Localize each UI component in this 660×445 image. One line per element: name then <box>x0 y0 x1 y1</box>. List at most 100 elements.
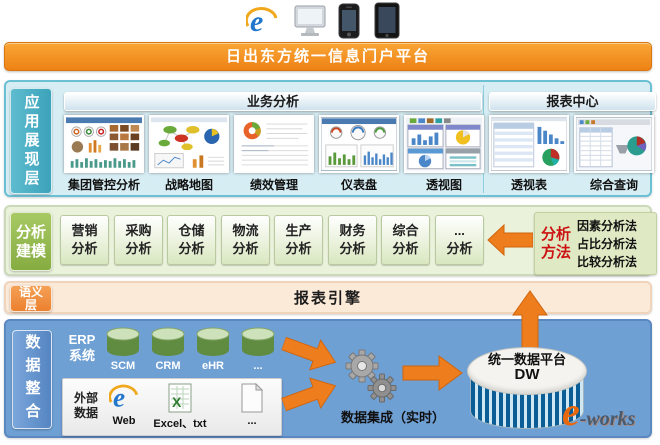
portal-banner-title: 日出东方统一信息门户平台 <box>225 48 430 65</box>
external-source-label: Web <box>112 415 136 427</box>
erp-systems-label: ERP 系统 <box>64 332 100 364</box>
smartphone-icon <box>338 3 360 39</box>
methods-title-line: 方法 <box>540 243 571 261</box>
external-source-label: ... <box>247 415 257 427</box>
methods-list: 因素分析法 占比分析法 比较分析法 <box>577 217 656 271</box>
thumbnail-image-query <box>576 117 652 171</box>
dw-platform-cylinder: 统一数据平台 DW <box>467 347 587 431</box>
modeling-label-line: 分析 <box>15 223 46 241</box>
report-engine-label: 报表引擎 <box>293 290 362 307</box>
gears-integration-icon <box>342 347 400 408</box>
method-item: 因素分析法 <box>577 218 638 233</box>
portal-banner: 日出东方统一信息门户平台 <box>4 42 652 71</box>
module-label-line: 分析 <box>178 241 205 256</box>
tablet-icon <box>374 2 400 39</box>
modeling-layer-label: 分析 建模 <box>10 212 52 271</box>
module-label-line: 财务 <box>339 223 366 238</box>
document-file-icon <box>239 382 265 418</box>
erp-source-label: ... <box>253 360 263 372</box>
analysis-methods-panel: 分析 方法 因素分析法 占比分析法 比较分析法 <box>534 212 657 275</box>
modeling-label-line: 建模 <box>15 242 46 260</box>
data-layer-label: 数据整合 <box>12 330 52 429</box>
thumbnail-label: 透视表 <box>510 178 547 192</box>
thumbnail-label: 仪表盘 <box>340 178 377 192</box>
thumbnail-pivot-chart <box>404 115 484 173</box>
module-label-line: 营销 <box>71 223 98 238</box>
thumbnail-group-control-analysis <box>64 115 144 173</box>
thumbnail-label: 集团管控分析 <box>67 178 140 192</box>
erp-source-label: eHR <box>201 360 224 372</box>
module-box-logistics: 物流分析 <box>221 215 270 265</box>
external-label-line: 外部 <box>73 391 98 405</box>
external-label-line: 数据 <box>73 406 98 420</box>
web-browser-icon: e <box>108 382 139 418</box>
module-label-line: 分析 <box>71 241 98 256</box>
semantic-label-line: 语义 <box>18 284 43 299</box>
right-block-arrow-icon <box>278 327 343 380</box>
thumbnail-comprehensive-query <box>574 115 654 173</box>
dw-cylinder-top <box>467 347 587 395</box>
thumbnail-pivot-table <box>489 115 569 173</box>
database-cylinder-icon <box>151 327 185 364</box>
thumbnail-performance-management <box>234 115 314 173</box>
ie-browser-icon: e <box>244 4 278 38</box>
module-label-line: 采购 <box>125 223 152 238</box>
semantic-label-line: 层 <box>24 297 37 312</box>
up-block-arrow-icon <box>511 288 549 353</box>
report-center-header: 报表中心 <box>489 92 656 111</box>
module-label-line: 综合 <box>392 223 419 238</box>
semantic-layer: 语义 层 报表引擎 <box>4 281 652 314</box>
database-cylinder-icon <box>196 327 230 364</box>
data-integration-layer: 数据整合 ERP 系统 SCM CRM eHR ... 外部 数据 <box>4 319 652 438</box>
dw-title: 统一数据平台 DW <box>467 352 587 382</box>
svg-text:e: e <box>250 5 263 38</box>
module-box-warehouse: 仓储分析 <box>167 215 216 265</box>
app-layer-label: 应用展现层 <box>10 88 52 194</box>
module-label-line: 分析 <box>339 241 366 256</box>
module-label-line: ... <box>454 223 465 238</box>
module-label-line: 生产 <box>285 223 312 238</box>
module-label-line: 分析 <box>285 241 312 256</box>
thumbnail-label: 综合查询 <box>589 178 638 192</box>
analysis-modeling-layer: 分析 建模 营销分析 采购分析 仓储分析 物流分析 生产分析 财务分析 综合分析… <box>4 205 657 276</box>
erp-source-label: SCM <box>110 360 136 372</box>
module-box-production: 生产分析 <box>274 215 323 265</box>
external-data-box: 外部 数据 e Web X Excel、txt <box>62 378 282 436</box>
methods-title-line: 分析 <box>540 225 571 243</box>
dw-name-text: DW <box>514 366 540 383</box>
right-block-arrow-icon <box>278 369 343 422</box>
watermark-e: e <box>562 389 580 434</box>
erp-source-label: CRM <box>155 360 181 372</box>
thumbnail-image-group-control <box>66 117 142 171</box>
method-item: 占比分析法 <box>577 236 638 251</box>
business-analysis-header: 业务分析 <box>64 92 482 111</box>
module-label-line: 仓储 <box>178 223 205 238</box>
thumbnail-image-pivot-table <box>491 117 567 171</box>
app-presentation-layer: 应用展现层 业务分析 报表中心 <box>4 80 656 197</box>
module-box-finance: 财务分析 <box>328 215 377 265</box>
database-cylinder-icon <box>241 327 275 364</box>
module-box-procurement: 采购分析 <box>114 215 163 265</box>
module-label-line: 物流 <box>232 223 259 238</box>
thumbnail-image-pivot-chart <box>406 117 482 171</box>
database-cylinder-icon <box>106 327 140 364</box>
method-item: 比较分析法 <box>577 254 638 269</box>
erp-label-line: 系统 <box>68 348 95 363</box>
thumbnail-image-performance <box>236 117 312 171</box>
thumbnail-image-dashboard <box>321 117 397 171</box>
module-label-line: 分析 <box>125 241 152 256</box>
dw-title-text: 统一数据平台 <box>487 352 566 367</box>
right-block-arrow-icon <box>402 354 464 392</box>
module-box-comprehensive: 综合分析 <box>381 215 430 265</box>
thumbnail-label: 战略地图 <box>164 178 213 192</box>
svg-text:e: e <box>113 383 125 413</box>
module-label-line: 分析 <box>232 241 259 256</box>
module-label-line: 分析 <box>446 241 473 256</box>
module-label-line: 分析 <box>392 241 419 256</box>
excel-file-icon: X <box>165 383 193 418</box>
watermark-text: -works <box>579 408 636 430</box>
integration-caption: 数据集成（实时） <box>340 410 445 425</box>
svg-text:X: X <box>172 394 182 410</box>
module-box-more: ... 分析 <box>435 215 484 265</box>
